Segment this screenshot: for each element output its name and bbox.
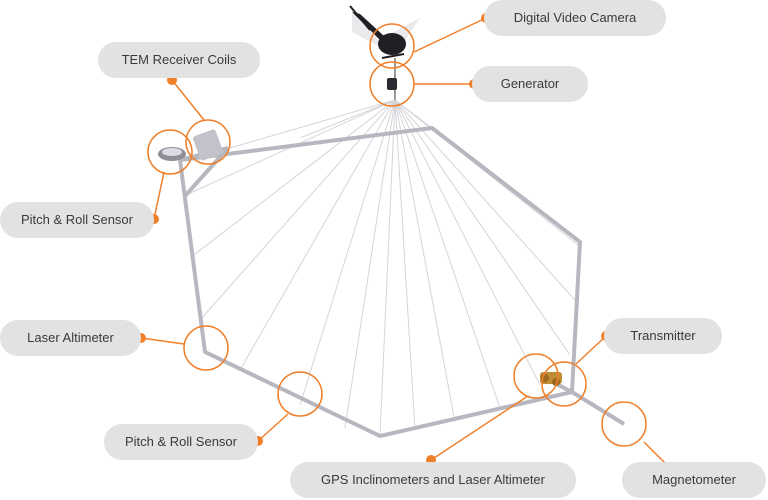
label-laser-altimeter: Laser Altimeter [0, 320, 141, 356]
loop-frame [178, 126, 626, 438]
helicopter-icon [349, 5, 420, 100]
generator-icon [387, 78, 397, 90]
label-magnetometer: Magnetometer [622, 462, 766, 498]
label-generator: Generator [472, 66, 588, 102]
label-transmitter: Transmitter [604, 318, 722, 354]
label-pitch-roll-sensor-left: Pitch & Roll Sensor [0, 202, 154, 238]
highlight-circles [147, 23, 647, 447]
label-digital-video-camera: Digital Video Camera [484, 0, 666, 36]
receiver-coil-icon [158, 129, 223, 161]
label-gps-inclinometers: GPS Inclinometers and Laser Altimeter [290, 462, 576, 498]
transmitter-icon [540, 372, 562, 386]
label-tem-receiver-coils: TEM Receiver Coils [98, 42, 260, 78]
label-pitch-roll-sensor-bottom: Pitch & Roll Sensor [104, 424, 258, 460]
